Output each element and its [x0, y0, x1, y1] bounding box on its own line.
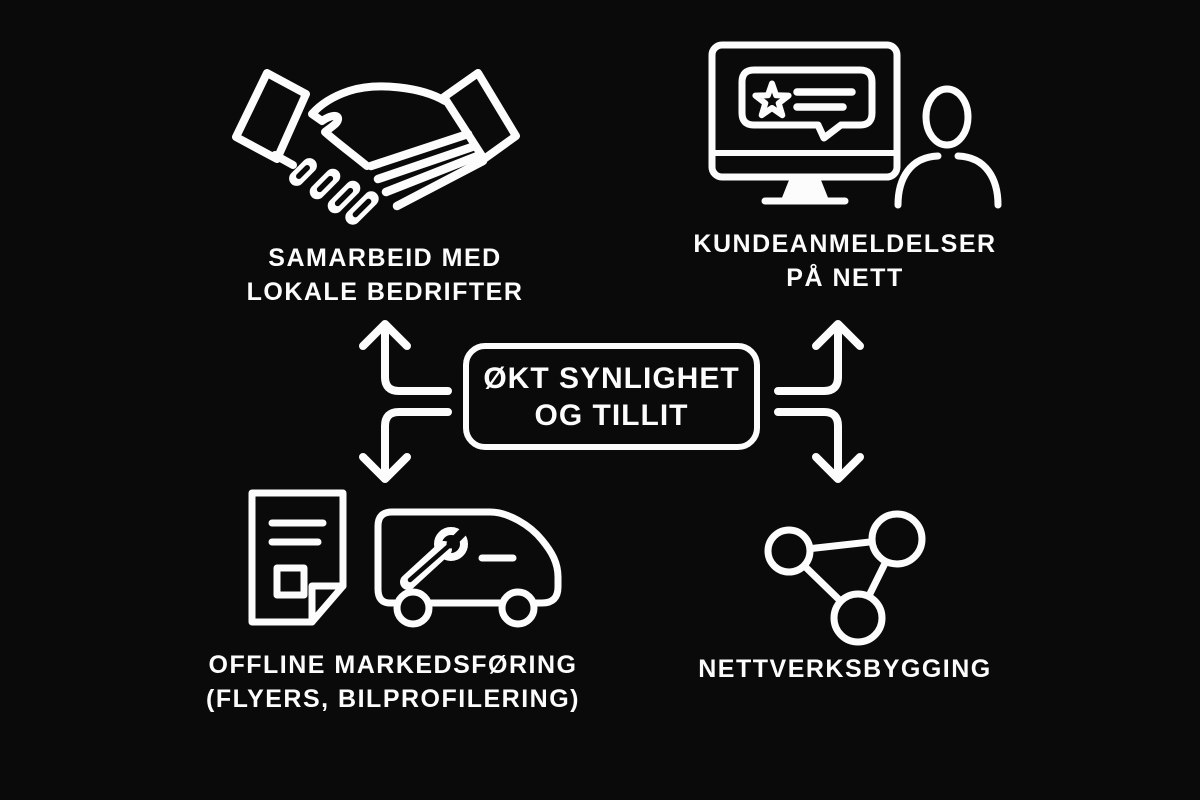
center-node: ØKT SYNLIGHET OG TILLIT	[463, 343, 760, 450]
person-head	[922, 85, 972, 149]
online-review-monitor-person-icon	[708, 41, 1002, 209]
label-top-right-line1: KUNDEANMELDELSER	[693, 230, 997, 258]
label-top-right-line2: PÅ NETT	[786, 264, 904, 292]
arrow-to-bottom-right	[774, 408, 864, 483]
top-hand-outline	[308, 82, 449, 170]
arrow-to-top-left	[359, 320, 452, 395]
star-icon	[752, 80, 792, 119]
network-node	[868, 510, 926, 568]
person-left-shoulder	[894, 152, 942, 209]
label-bottom-left-line1: OFFLINE MARKEDSFØRING	[208, 651, 578, 679]
network-node	[830, 590, 886, 646]
review-speech-bubble	[738, 66, 876, 142]
label-top-right: KUNDEANMELDELSER PÅ NETT	[665, 227, 1025, 295]
network-node	[764, 526, 814, 576]
label-bottom-right-line1: NETTVERKSBYGGING	[698, 655, 992, 683]
van-rear-wheel	[393, 588, 433, 628]
label-top-left: SAMARBEID MED LOKALE BEDRIFTER	[200, 241, 570, 309]
label-top-left-line1: SAMARBEID MED	[268, 244, 502, 272]
flyer-document	[248, 489, 347, 626]
center-node-line2: OG TILLIT	[534, 398, 689, 432]
flyer-service-van-icon	[248, 489, 562, 628]
label-bottom-left: OFFLINE MARKEDSFØRING (FLYERS, BILPROFIL…	[173, 648, 613, 716]
right-sleeve	[440, 69, 520, 163]
van-body	[374, 508, 562, 607]
handshake-icon	[232, 69, 520, 225]
arrow-to-bottom-left	[359, 408, 452, 483]
person-right-shoulder	[954, 152, 1002, 209]
label-bottom-left-line2: (FLYERS, BILPROFILERING)	[206, 685, 580, 713]
knuckles	[289, 158, 379, 225]
label-top-left-line2: LOKALE BEDRIFTER	[246, 278, 524, 306]
center-node-line1: ØKT SYNLIGHET	[483, 361, 740, 395]
left-sleeve	[232, 69, 310, 163]
van-front-wheel	[498, 588, 538, 628]
label-bottom-right: NETTVERKSBYGGING	[665, 652, 1025, 686]
monitor-stand	[782, 176, 828, 200]
service-van	[374, 508, 562, 628]
network-nodes-icon	[764, 510, 926, 646]
wrench-icon	[400, 520, 475, 590]
arrow-to-top-right	[774, 320, 864, 395]
